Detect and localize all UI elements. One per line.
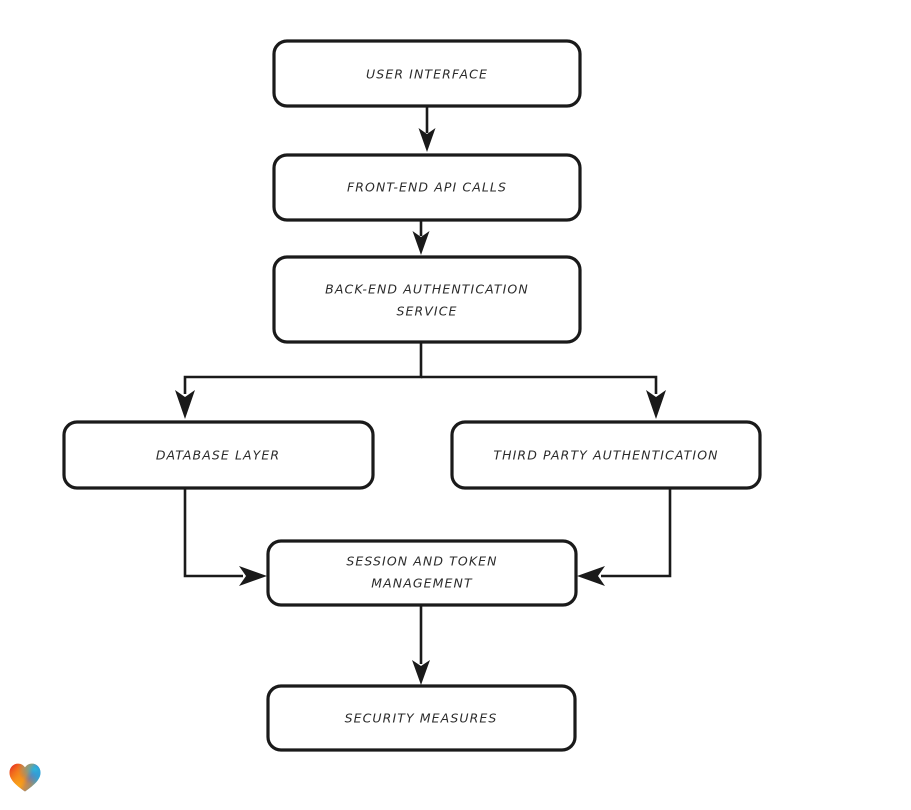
node-security-measures-shape	[266, 684, 577, 752]
node-front-end-api-calls-shape	[272, 153, 582, 222]
edge-database-to-session	[183, 488, 267, 586]
heart-icon-svg	[9, 763, 41, 792]
node-database-layer-shape	[62, 420, 375, 490]
node-security-measures[interactable]: SECURITY MEASURES	[266, 684, 577, 752]
node-front-end-api-calls[interactable]: FRONT-END API CALLS	[272, 153, 582, 222]
node-database-layer-label: DATABASE LAYER	[156, 448, 280, 463]
edge-ui-to-api	[418, 106, 436, 152]
node-user-interface-label: USER INTERFACE	[366, 67, 488, 82]
node-session-and-token-management-label-line2: MANAGEMENT	[371, 576, 473, 591]
edge-session-to-security	[412, 605, 430, 685]
node-third-party-authentication-label: THIRD PARTY AUTHENTICATION	[493, 448, 718, 463]
node-user-interface[interactable]: USER INTERFACE	[272, 39, 582, 108]
edge-thirdparty-to-session	[577, 488, 672, 586]
node-security-measures-label: SECURITY MEASURES	[345, 711, 498, 726]
node-user-interface-shape	[272, 39, 582, 108]
node-session-and-token-management-label-line1: SESSION AND TOKEN	[346, 554, 497, 569]
node-back-end-authentication-service-label-line1: BACK-END AUTHENTICATION	[325, 282, 529, 297]
edge-backend-to-thirdparty	[421, 375, 666, 419]
node-back-end-authentication-service-shape	[272, 255, 582, 344]
node-database-layer[interactable]: DATABASE LAYER	[62, 420, 375, 490]
edge-backend-to-database	[175, 342, 423, 419]
node-session-and-token-management-shape	[266, 539, 578, 607]
node-third-party-authentication[interactable]: THIRD PARTY AUTHENTICATION	[450, 420, 762, 490]
node-back-end-authentication-service[interactable]: BACK-END AUTHENTICATION SERVICE	[272, 255, 582, 344]
node-session-and-token-management[interactable]: SESSION AND TOKEN MANAGEMENT	[266, 539, 578, 607]
node-back-end-authentication-service-label-line2: SERVICE	[396, 304, 457, 319]
edge-api-to-backend	[412, 220, 430, 255]
node-front-end-api-calls-label: FRONT-END API CALLS	[347, 180, 507, 195]
node-third-party-authentication-shape	[450, 420, 762, 490]
heart-icon	[8, 761, 42, 793]
